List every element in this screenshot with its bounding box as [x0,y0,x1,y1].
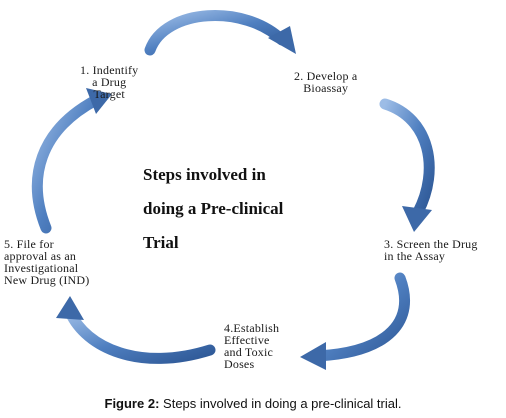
step-5-line-3: Investigational [4,261,79,275]
center-title-line-3: Trial [143,233,179,252]
step-5-line-2: approval as an [4,249,77,263]
step-3-line-1: 3. Screen the Drug [384,237,478,251]
center-title-line-1: Steps involved in [143,165,266,184]
curved-arrow-3-to-4 [300,272,410,370]
step-4-line-4: Doses [224,357,255,371]
step-2-line-1: 2. Develop a [294,69,358,83]
step-4-line-3: and Toxic [224,345,274,359]
step-1-line-1: 1. Indentify [80,63,139,77]
step-3-label: 3. Screen the Drug in the Assay [384,238,478,262]
step-3-line-2: in the Assay [384,249,446,263]
figure-caption-label: Figure 2: [104,396,160,411]
step-5-line-1: 5. File for [4,237,54,251]
step-5-line-4: New Drug (IND) [4,273,90,287]
center-title-line-2: doing a Pre-clinical [143,199,284,218]
step-4-label: 4.Establish Effective and Toxic Doses [224,322,279,370]
center-title: Steps involved in doing a Pre-clinical T… [143,158,283,260]
curved-arrow-5-to-1 [31,88,112,234]
step-4-line-2: Effective [224,333,270,347]
curved-arrow-4-to-5 [56,296,216,364]
curved-arrow-1-to-2 [144,10,296,56]
step-4-line-1: 4.Establish [224,321,280,335]
step-1-label: 1. Indentify a Drug Target [80,64,138,100]
figure-caption: Figure 2: Steps involved in doing a pre-… [0,396,506,411]
step-1-line-2: a Drug [92,75,127,89]
step-2-line-2: Bioassay [303,81,349,95]
figure-caption-text: Steps involved in doing a pre-clinical t… [163,396,402,411]
curved-arrow-2-to-3 [379,98,435,232]
step-5-label: 5. File for approval as an Investigation… [4,238,89,286]
step-2-label: 2. Develop a Bioassay [294,70,357,94]
step-1-line-3: Target [93,87,125,101]
